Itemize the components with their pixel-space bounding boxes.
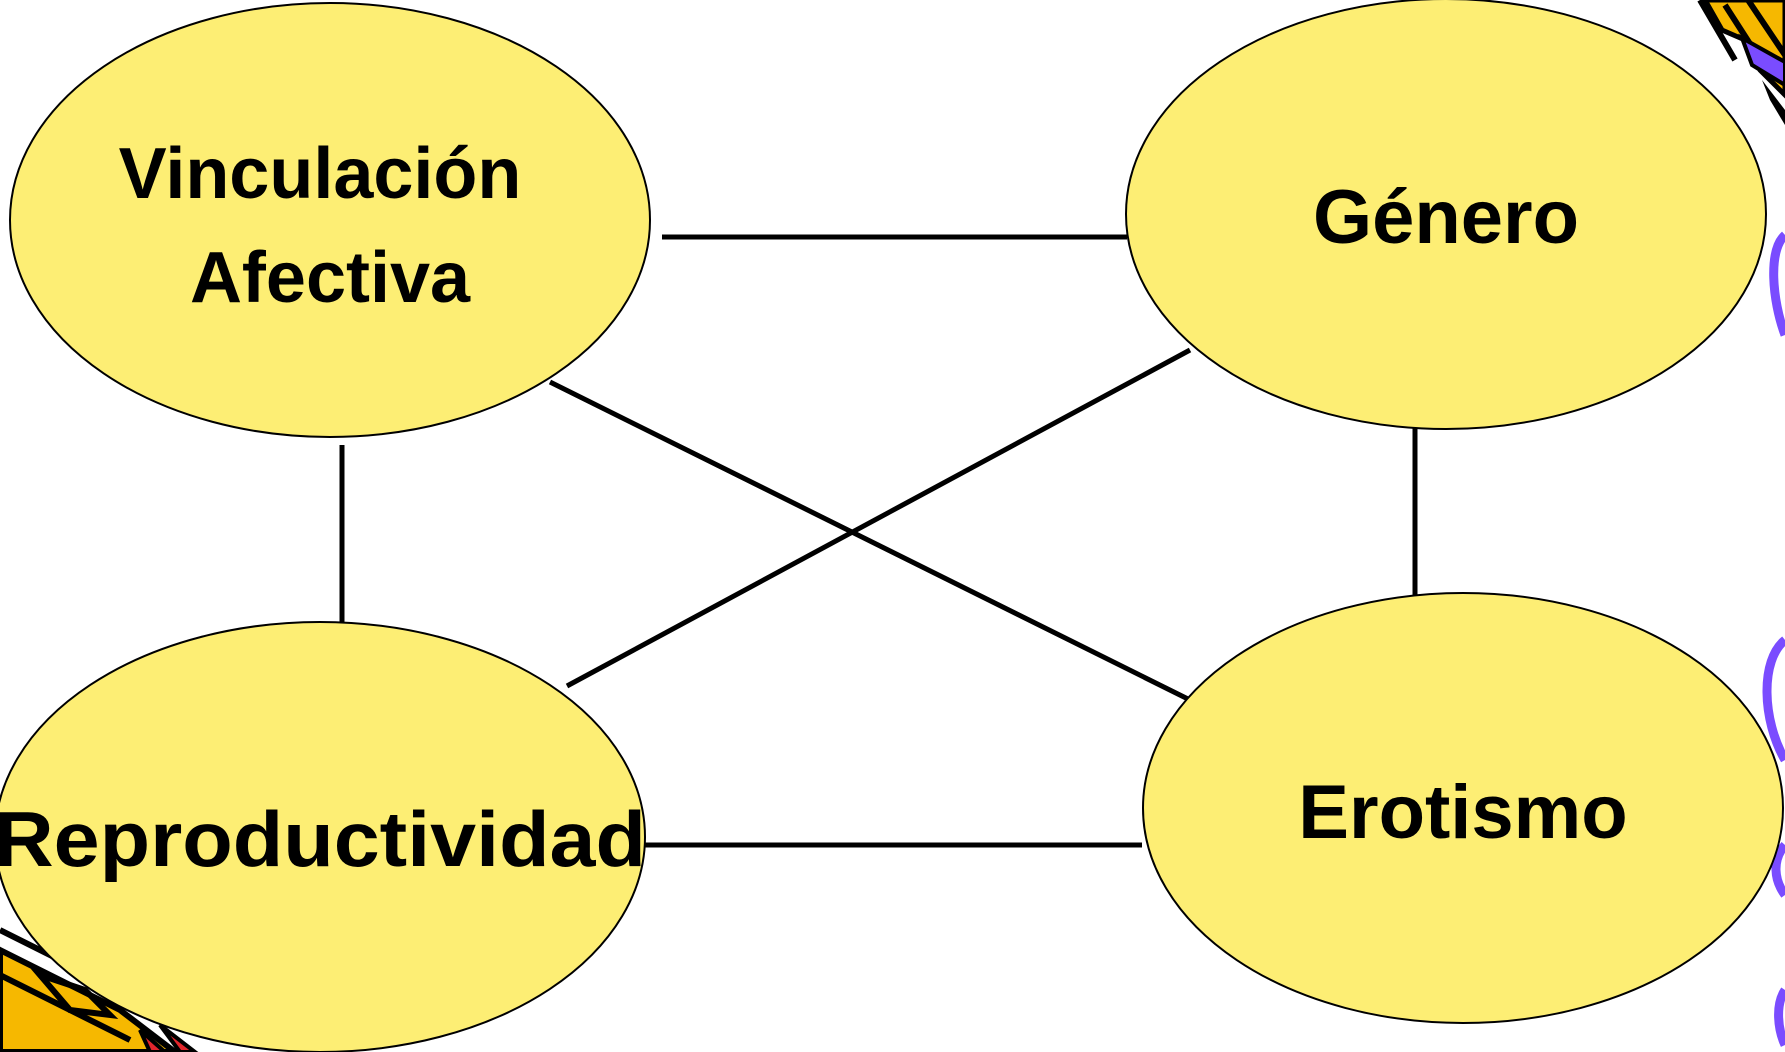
node-erotismo: Erotismo — [1142, 592, 1784, 1024]
node-label: Erotismo — [1298, 770, 1627, 855]
purple-scribble-right — [1762, 231, 1785, 1047]
pencil-clipart-bottom-left — [0, 927, 199, 1052]
connector-genero-reproductividad — [565, 347, 1192, 689]
node-reproductividad: Reproductividad — [0, 621, 646, 1052]
node-genero: Género — [1125, 0, 1767, 430]
ellipse-erotismo — [1142, 592, 1784, 1024]
connector-vinculacion-erotismo — [548, 379, 1192, 703]
ellipse-genero — [1125, 0, 1767, 430]
node-label-line1: Vinculación — [119, 134, 522, 214]
pencil-clipart-top-right — [1697, 0, 1785, 125]
ellipse-reproductividad — [0, 621, 646, 1052]
node-label: Reproductividad — [0, 795, 646, 883]
node-label-line2: Afectiva — [190, 238, 471, 318]
node-vinculacion-afectiva: Vinculación Afectiva — [9, 2, 651, 438]
svg-text:Vinculación Afectiva: Vinculación Afectiva — [119, 134, 542, 318]
node-label: Género — [1313, 175, 1579, 260]
ellipse-vinculacion-afectiva — [9, 2, 651, 438]
connectors — [339, 234, 1418, 848]
